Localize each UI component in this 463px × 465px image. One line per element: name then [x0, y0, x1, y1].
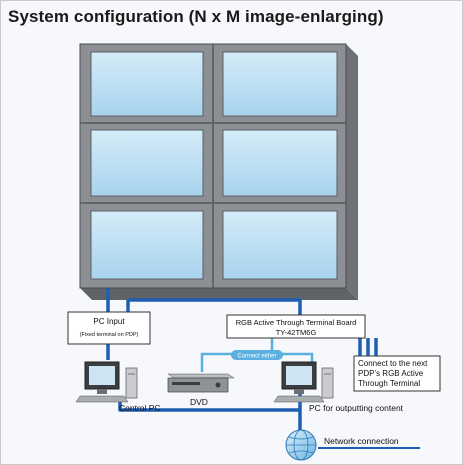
display-panel-r1c1	[90, 51, 204, 117]
pc-input-box-frame	[67, 311, 151, 345]
next-pdp-box-frame	[353, 355, 441, 392]
network-globe-icon: Network connection	[285, 429, 399, 461]
dvd-top	[167, 373, 235, 379]
diagram-title: System configuration (N x M image-enlarg…	[8, 7, 384, 26]
output-pc-keyboard	[273, 395, 325, 403]
network-label: Network connection	[324, 436, 399, 446]
next-pdp-line1: Connect to the next	[358, 359, 428, 368]
display-panel-r1c2	[222, 51, 338, 117]
next-pdp-line2: PDP’s RGB Active	[358, 369, 424, 378]
output-pc-screen	[286, 366, 312, 385]
display-panel-r3c1	[90, 210, 204, 280]
globe-latitude-2	[288, 450, 314, 454]
connect-either-pill	[231, 350, 283, 360]
connect-either-tag: Connect either	[231, 350, 283, 360]
control-pc-keyboard	[75, 395, 129, 403]
dvd-button	[215, 382, 221, 388]
dvd-player-icon: DVD	[167, 373, 235, 407]
cable-board-to-output-pc	[272, 352, 314, 364]
wall-side-face	[346, 44, 358, 300]
control-pc-stand	[97, 389, 107, 394]
output-pc-tower	[321, 367, 334, 399]
output-pc-icon: PC for outputting content	[273, 361, 404, 413]
video-wall	[79, 43, 358, 300]
next-pdp-box: Connect to the next PDP’s RGB Active Thr…	[353, 355, 441, 392]
dvd-tray	[172, 382, 200, 385]
pc-input-note: (Fixed terminal on PDP)	[80, 332, 139, 338]
rgb-board-label: RGB Active Through Terminal Board	[236, 318, 357, 327]
next-pdp-line3: Through Terminal	[358, 379, 420, 388]
control-pc-icon: Control PC	[75, 361, 161, 413]
display-panel-r2c2	[222, 129, 338, 197]
connect-either-label: Connect either	[237, 354, 276, 360]
globe-latitude-1	[288, 436, 314, 440]
rgb-board-box: RGB Active Through Terminal Board TY-42T…	[226, 314, 366, 339]
pc-input-box: PC Input (Fixed terminal on PDP)	[67, 311, 151, 345]
control-pc-screen	[89, 366, 115, 385]
dvd-label: DVD	[190, 397, 208, 407]
display-panel-r2c1	[90, 129, 204, 197]
output-pc-stand	[294, 389, 304, 394]
cable-wall-to-rgb-board	[128, 298, 302, 315]
output-pc-label: PC for outputting content	[309, 403, 404, 413]
display-panel-r3c2	[222, 210, 338, 280]
control-pc-tower	[125, 367, 138, 399]
wall-bottom-face	[80, 288, 358, 300]
rgb-board-box-frame	[226, 314, 366, 339]
control-pc-label: Control PC	[119, 403, 161, 413]
pc-input-label: PC Input	[93, 317, 125, 326]
rgb-board-model: TY-42TM6G	[276, 328, 317, 337]
